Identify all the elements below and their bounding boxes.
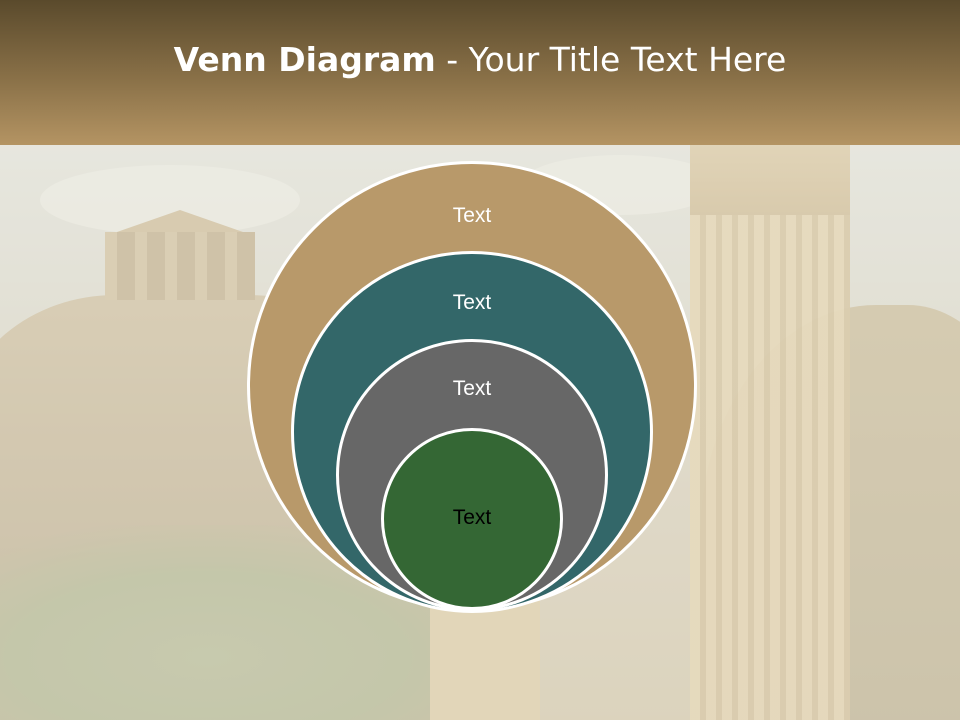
house-image [430,595,540,720]
slide-title-rest: - Your Title Text Here [435,40,787,79]
slide-title-bold: Venn Diagram [173,40,436,79]
third-circle-label: Text [452,377,492,400]
title-bar: Venn Diagram - Your Title Text Here [0,0,960,145]
temple-image [105,210,255,300]
column-capital-image [690,145,850,215]
outer-circle-label: Text [452,204,492,227]
slide-title: Venn Diagram - Your Title Text Here [0,40,960,79]
inner-circle [381,428,563,610]
second-circle-label: Text [452,291,492,314]
column-image [690,145,850,720]
inner-circle-label: Text [452,506,492,529]
